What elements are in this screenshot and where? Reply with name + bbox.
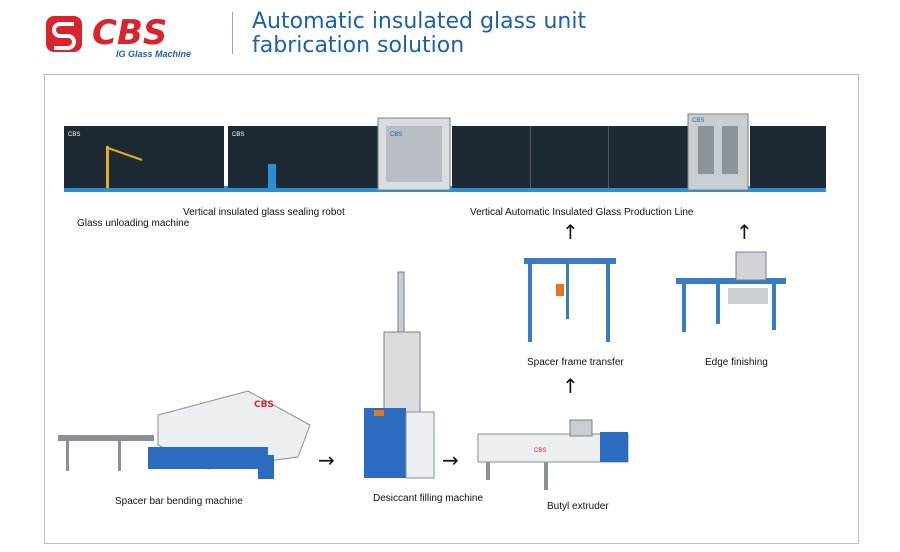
label-spacer-transfer: Spacer frame transfer [527,357,624,368]
washing-window [722,126,738,174]
solution-frame [44,74,859,544]
sealing-robot-unit [268,164,276,188]
crane-arm [107,147,143,161]
bending-side-box [258,455,274,479]
logo-text: CBS [92,13,167,53]
washing-machine [687,113,749,191]
desiccant-cabinet [364,408,406,478]
spacer-transfer-illustration [524,258,616,342]
transfer-beam [524,258,616,264]
arrow-up-icon: ↑ [562,374,579,398]
bending-brand: CBS [254,400,274,410]
butyl-end-unit [600,432,628,462]
arrow-right-icon: → [442,448,459,472]
transfer-leg [606,264,610,342]
edge-base [728,288,768,304]
panel-brand-4: CBS [692,118,704,124]
desiccant-machine-illustration [364,271,435,479]
butyl-brand: CBS [534,448,546,454]
transfer-controller [556,284,564,296]
crane-pillar [106,146,109,188]
bending-base [148,447,268,469]
transfer-leg [528,264,532,342]
logo-subtitle: IG Glass Machine [116,49,191,59]
logo-s-mark [52,22,76,50]
butyl-extruder-illustration: CBS [477,419,629,490]
production-line-panel [452,126,688,188]
label-sealing-robot: Vertical insulated glass sealing robot [183,207,345,218]
headline-line-2: fabrication solution [252,33,465,58]
unloading-panel [64,126,224,188]
cbs-logo: CBS IG Glass Machine [46,13,191,59]
edge-grinder-head [735,251,767,281]
panel-brand-3: CBS [390,132,402,138]
panel-seam [530,126,531,188]
label-desiccant-machine: Desiccant filling machine [373,493,484,504]
bending-feed-leg [118,441,121,471]
butyl-leg [544,462,548,490]
label-edge-finishing: Edge finishing [705,357,768,368]
press-station-door [386,126,442,182]
arrow-up-icon: ↑ [736,220,753,244]
bending-machine-illustration: CBS [58,390,311,479]
bending-feed-leg [66,441,69,471]
desiccant-panel [374,410,384,416]
arrow-right-icon: → [318,448,335,472]
butyl-head [569,419,593,437]
headline-line-1: Automatic insulated glass unit [252,9,587,34]
label-production-line: Vertical Automatic Insulated Glass Produ… [470,207,694,218]
label-bending-machine: Spacer bar bending machine [115,496,243,507]
panel-brand-1: CBS [68,132,80,138]
edge-leg [772,284,776,330]
desiccant-side [405,411,435,479]
sealing-robot-panel [228,126,378,188]
butyl-leg [486,462,490,480]
label-glass-unloading: Glass unloading machine [77,218,190,229]
loading-panel [750,126,826,188]
panel-seam [608,126,609,188]
desiccant-head [383,331,421,413]
production-line-illustration: CBS CBS CBS CBS [64,113,826,192]
label-butyl-extruder: Butyl extruder [547,501,609,512]
edge-leg [716,284,720,324]
edge-leg [682,284,686,332]
arrow-up-icon: ↑ [562,220,579,244]
transfer-leg [566,264,569,319]
header-divider [232,12,233,54]
washing-window [698,126,714,174]
edge-table [676,278,786,284]
bending-feed-rail [58,435,154,441]
edge-finishing-illustration [676,251,786,332]
panel-brand-2: CBS [232,132,244,138]
